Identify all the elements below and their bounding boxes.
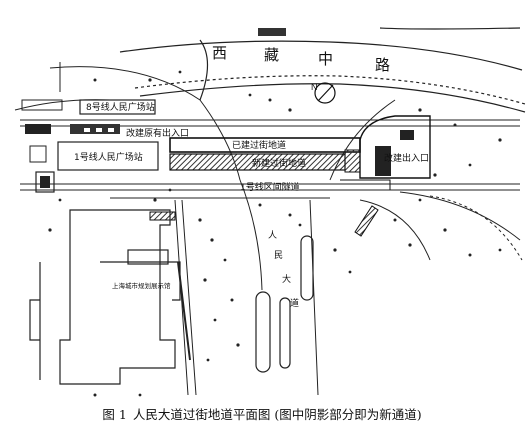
- street-label-1: 藏: [264, 46, 279, 64]
- street-label-0: 西: [212, 44, 227, 62]
- survey-dots: [48, 70, 502, 397]
- figure-caption: 图 1 人民大道过街地道平面图 (图中阴影部分即为新通道): [0, 404, 530, 423]
- new-passage-connector: [344, 149, 361, 173]
- road-islands: [255, 235, 314, 373]
- left-equipment-blocks: [21, 99, 120, 193]
- road-label-3: 道: [290, 297, 299, 309]
- figure-caption-text: 人民大道过街地道平面图 (图中阴影部分即为新通道): [132, 407, 422, 422]
- stair-hatches: [149, 205, 379, 237]
- renmin-avenue-edges: [174, 179, 319, 396]
- road-label-2: 大: [282, 273, 291, 285]
- street-label-2: 中: [318, 50, 333, 68]
- new-passage-label: 新建过街地道: [252, 157, 306, 169]
- line8-station-box: [79, 99, 156, 115]
- building-label: 上海城市规划展示馆: [112, 281, 171, 290]
- line1-station-box: [57, 141, 159, 171]
- renovate-right-label: 改建出入口: [384, 152, 429, 164]
- road-label-0: 人: [268, 230, 277, 241]
- line1-station-label: 1号线人民广场站: [74, 151, 143, 163]
- right-entrance-structure: [340, 115, 431, 190]
- line1-section-label: 1号线区间隧道: [240, 181, 300, 193]
- top-dark-block: [258, 28, 286, 36]
- line8-station-label: 8号线人民广场站: [86, 101, 155, 113]
- existing-passage-label: 已建过街地道: [232, 139, 286, 151]
- figure-number: 图 1: [102, 407, 127, 422]
- svg-text:N: N: [311, 82, 318, 92]
- exhibition-hall-building: [29, 209, 191, 385]
- right-road-curves: [329, 99, 523, 261]
- road-label-1: 民: [274, 250, 283, 261]
- street-label-3: 路: [375, 56, 390, 74]
- north-arrow: N: [311, 82, 336, 104]
- renovate-left-label: 改建原有出入口: [126, 127, 189, 139]
- xizang-road-edges: [119, 27, 526, 113]
